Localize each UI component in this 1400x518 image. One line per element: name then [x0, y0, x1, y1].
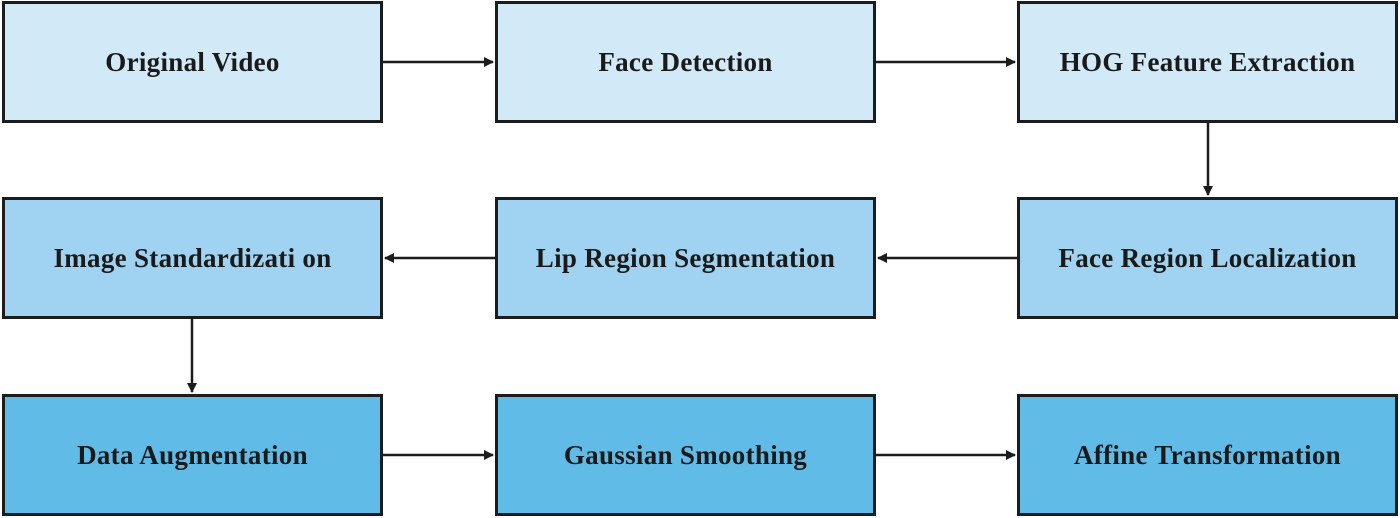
node-label: Affine Transformation — [1073, 439, 1342, 470]
node-label: Original Video — [105, 46, 280, 77]
node-image-standardization: Image Standardizati on — [2, 197, 383, 319]
node-affine-transformation: Affine Transformation — [1017, 394, 1398, 516]
node-gaussian-smoothing: Gaussian Smoothing — [495, 394, 876, 516]
node-label: Image Standardizati on — [53, 242, 332, 273]
node-label: Face Region Localization — [1058, 242, 1357, 273]
node-lip-region-segmentation: Lip Region Segmentation — [495, 197, 876, 319]
node-label: Gaussian Smoothing — [563, 439, 808, 470]
node-label: HOG Feature Extraction — [1059, 46, 1356, 77]
node-data-augmentation: Data Augmentation — [2, 394, 383, 516]
node-label: Face Detection — [598, 46, 773, 77]
node-label: Lip Region Segmentation — [535, 242, 836, 273]
node-hog-feature-extraction: HOG Feature Extraction — [1017, 1, 1398, 123]
node-label: Data Augmentation — [77, 439, 308, 470]
node-face-region-localization: Face Region Localization — [1017, 197, 1398, 319]
node-face-detection: Face Detection — [495, 1, 876, 123]
node-original-video: Original Video — [2, 1, 383, 123]
